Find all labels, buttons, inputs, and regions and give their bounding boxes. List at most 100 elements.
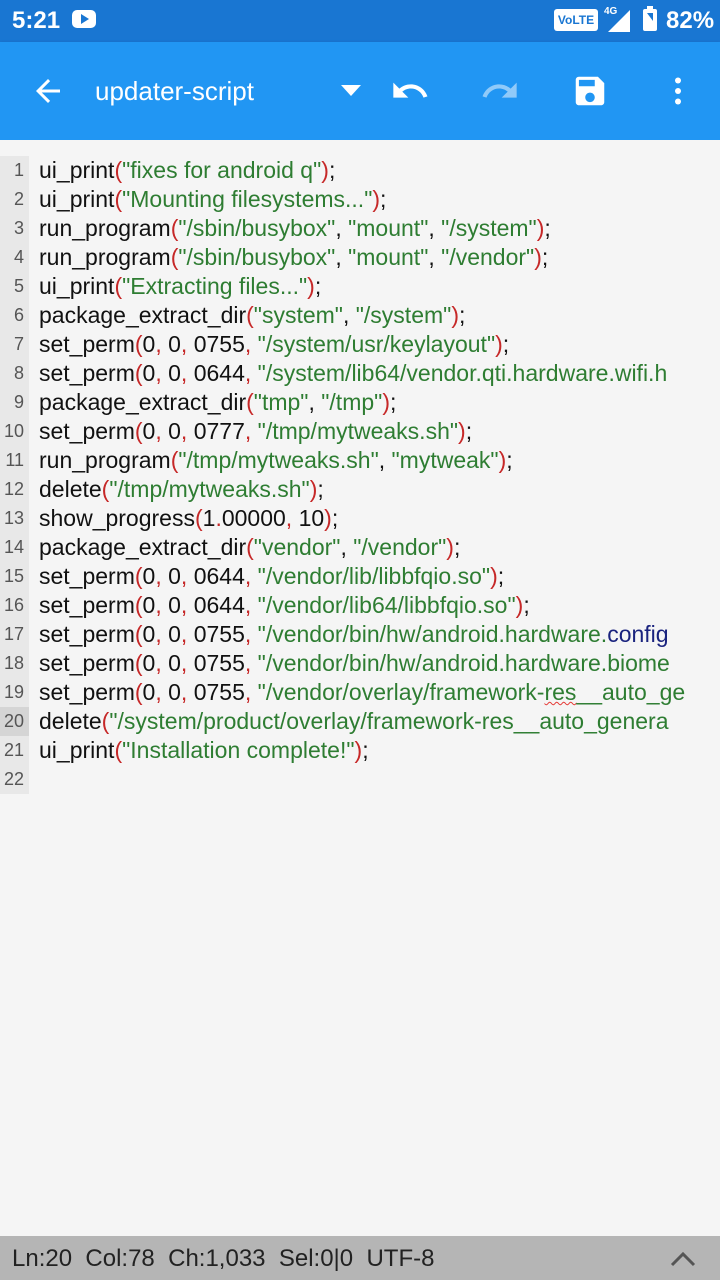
code-line[interactable]: set_perm(0, 0, 0755, "/vendor/bin/hw/and…: [39, 649, 720, 678]
code-token: ,: [244, 650, 252, 676]
code-line[interactable]: delete("/system/product/overlay/framewor…: [39, 707, 720, 736]
code-token: ,: [180, 650, 188, 676]
line-number: 16: [3, 595, 24, 615]
code-token: "vendor": [253, 534, 341, 560]
volte-icon: VoLTE: [554, 9, 598, 31]
save-icon: [575, 76, 605, 106]
code-token: ,: [244, 679, 252, 705]
code-token: "/system/usr/keylayout": [257, 331, 496, 357]
code-area[interactable]: ui_print("fixes for android q");ui_print…: [39, 156, 720, 794]
code-token: 0: [168, 621, 181, 647]
code-token: 0644: [193, 592, 245, 618]
code-line[interactable]: set_perm(0, 0, 0644, "/vendor/lib64/libb…: [39, 591, 720, 620]
line-number: 19: [3, 682, 24, 702]
line-number: 4: [13, 247, 24, 267]
expand-toolbar-button[interactable]: [668, 1244, 698, 1274]
code-token: ,: [244, 563, 252, 589]
code-token: ,: [378, 447, 392, 473]
code-token: run_program: [39, 244, 171, 270]
code-line[interactable]: ui_print("Installation complete!");: [39, 736, 720, 765]
battery-percent: 82%: [666, 7, 715, 34]
code-token: ,: [244, 418, 252, 444]
code-token: 0: [142, 650, 156, 676]
code-token: ,: [155, 360, 162, 386]
code-token: ,: [155, 563, 162, 589]
code-line[interactable]: ui_print("fixes for android q");: [39, 156, 720, 185]
code-line[interactable]: set_perm(0, 0, 0777, "/tmp/mytweaks.sh")…: [39, 417, 720, 446]
code-line[interactable]: ui_print("Mounting filesystems...");: [39, 185, 720, 214]
code-token: 0755: [193, 331, 245, 357]
code-line[interactable]: ui_print("Extracting files...");: [39, 272, 720, 301]
code-token: (: [114, 186, 123, 212]
line-number: 22: [3, 769, 24, 789]
code-token: ): [490, 563, 498, 589]
code-line[interactable]: package_extract_dir("vendor", "/vendor")…: [39, 533, 720, 562]
code-token: 0: [142, 418, 156, 444]
code-token: 0: [142, 621, 156, 647]
code-token: "/sbin/busybox": [178, 215, 336, 241]
code-line[interactable]: set_perm(0, 0, 0755, "/vendor/overlay/fr…: [39, 678, 720, 707]
code-token: (: [246, 389, 254, 415]
code-line[interactable]: [39, 765, 720, 794]
code-line[interactable]: package_extract_dir("system", "/system")…: [39, 301, 720, 330]
code-token: ;: [380, 186, 387, 212]
redo-button[interactable]: [468, 42, 532, 140]
code-token: "/system/lib64/vendor.qti.hardware.wifi.…: [257, 360, 668, 386]
code-token: "/vendor/lib/libbfqio.so": [257, 563, 491, 589]
cursor-position-info: Ln:20 Col:78 Ch:1,033 Sel:0|0 UTF-8: [12, 1245, 435, 1272]
code-token: "/vendor": [441, 244, 535, 270]
more-options-button[interactable]: [646, 42, 710, 140]
code-line[interactable]: run_program("/sbin/busybox", "mount", "/…: [39, 243, 720, 272]
code-token: 0: [168, 360, 181, 386]
code-line[interactable]: set_perm(0, 0, 0755, "/system/usr/keylay…: [39, 330, 720, 359]
code-line[interactable]: package_extract_dir("tmp", "/tmp");: [39, 388, 720, 417]
code-token: (: [134, 563, 143, 589]
code-line[interactable]: run_program("/tmp/mytweaks.sh", "mytweak…: [39, 446, 720, 475]
code-token: "/tmp": [321, 389, 383, 415]
save-button[interactable]: [558, 42, 622, 140]
code-line[interactable]: delete("/tmp/mytweaks.sh");: [39, 475, 720, 504]
code-line[interactable]: set_perm(0, 0, 0755, "/vendor/bin/hw/and…: [39, 620, 720, 649]
code-line[interactable]: show_progress(1.00000, 10);: [39, 504, 720, 533]
code-token: ,: [342, 302, 356, 328]
undo-button[interactable]: [378, 42, 442, 140]
line-number: 6: [13, 305, 24, 325]
line-number: 13: [3, 508, 24, 528]
code-token: (: [134, 679, 143, 705]
code-token: ): [372, 186, 381, 212]
code-token: 0755: [193, 650, 245, 676]
code-token: 0: [142, 679, 156, 705]
file-title[interactable]: updater-script: [95, 76, 254, 106]
code-token: 0: [142, 331, 156, 357]
code-token: ): [382, 389, 390, 415]
line-number: 8: [13, 363, 24, 383]
code-token: ,: [180, 563, 188, 589]
code-token: (: [101, 708, 110, 734]
code-token: ui_print: [39, 273, 115, 299]
code-token: ,: [155, 679, 162, 705]
line-number: 1: [13, 160, 24, 180]
code-token: __auto_ge: [576, 679, 686, 705]
code-token: "/tmp/mytweaks.sh": [178, 447, 379, 473]
line-number: 3: [13, 218, 24, 238]
code-token: "/vendor": [353, 534, 447, 560]
code-token: ,: [244, 621, 252, 647]
code-token: ): [534, 244, 542, 270]
back-button[interactable]: [16, 42, 80, 140]
code-token: "/system/product/overlay/framework-res__…: [109, 708, 669, 734]
code-token: 0: [168, 331, 181, 357]
code-token: set_perm: [39, 679, 135, 705]
code-token: ,: [285, 505, 293, 531]
code-token: .: [215, 505, 222, 531]
code-line[interactable]: set_perm(0, 0, 0644, "/vendor/lib/libbfq…: [39, 562, 720, 591]
code-line[interactable]: run_program("/sbin/busybox", "mount", "/…: [39, 214, 720, 243]
code-token: "fixes for android q": [122, 157, 322, 183]
battery-charging-icon: [643, 6, 657, 31]
code-token: ,: [155, 650, 162, 676]
file-dropdown-button[interactable]: [328, 62, 374, 120]
line-number: 2: [13, 189, 24, 209]
code-token: "/system": [355, 302, 452, 328]
code-line[interactable]: set_perm(0, 0, 0644, "/system/lib64/vend…: [39, 359, 720, 388]
code-token: 0: [168, 418, 181, 444]
